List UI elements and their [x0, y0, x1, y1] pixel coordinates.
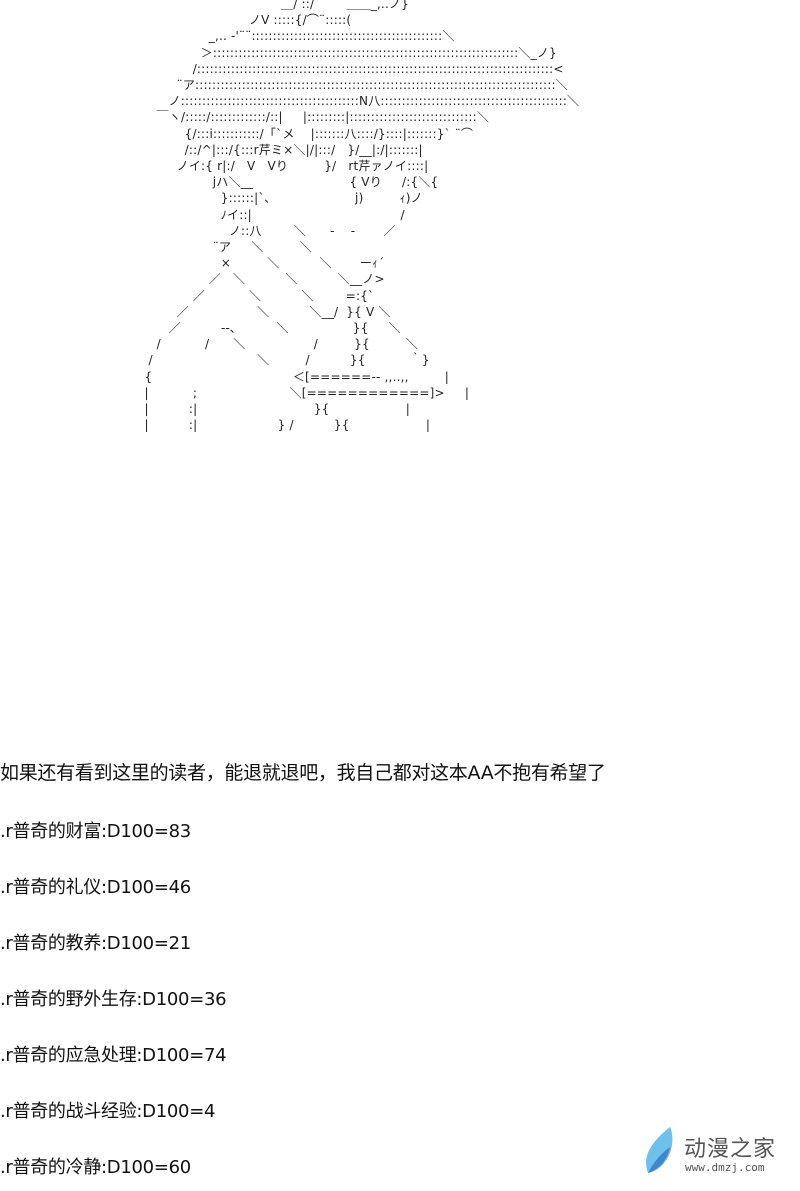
- dmzj-watermark: 动漫之家 www.dmzj.com: [640, 1125, 800, 1185]
- headline-text: 如果还有看到这里的读者，能退就退吧，我自己都对这本AA不抱有希望了: [0, 762, 606, 784]
- stat-line-wealth: .r普奇的财富:D100=83: [0, 821, 191, 842]
- ascii-art-character: ＿/ ::/ ＿＿_,..ノ} ノV :::::{/⌒¨:::::( _,.. …: [144, 0, 580, 433]
- stat-line-combat: .r普奇的战斗经验:D100=4: [0, 1101, 216, 1122]
- stat-line-emergency: .r普奇的应急处理:D100=74: [0, 1045, 227, 1066]
- stat-line-upbringing: .r普奇的教养:D100=21: [0, 933, 191, 954]
- stat-line-calm: .r普奇的冷静:D100=60: [0, 1157, 191, 1178]
- watermark-name: 动漫之家: [684, 1137, 777, 1162]
- watermark-url: www.dmzj.com: [685, 1161, 765, 1174]
- stat-line-survival: .r普奇的野外生存:D100=36: [0, 989, 227, 1010]
- stat-line-etiquette: .r普奇的礼仪:D100=46: [0, 877, 191, 898]
- feather-logo-icon: [646, 1127, 673, 1173]
